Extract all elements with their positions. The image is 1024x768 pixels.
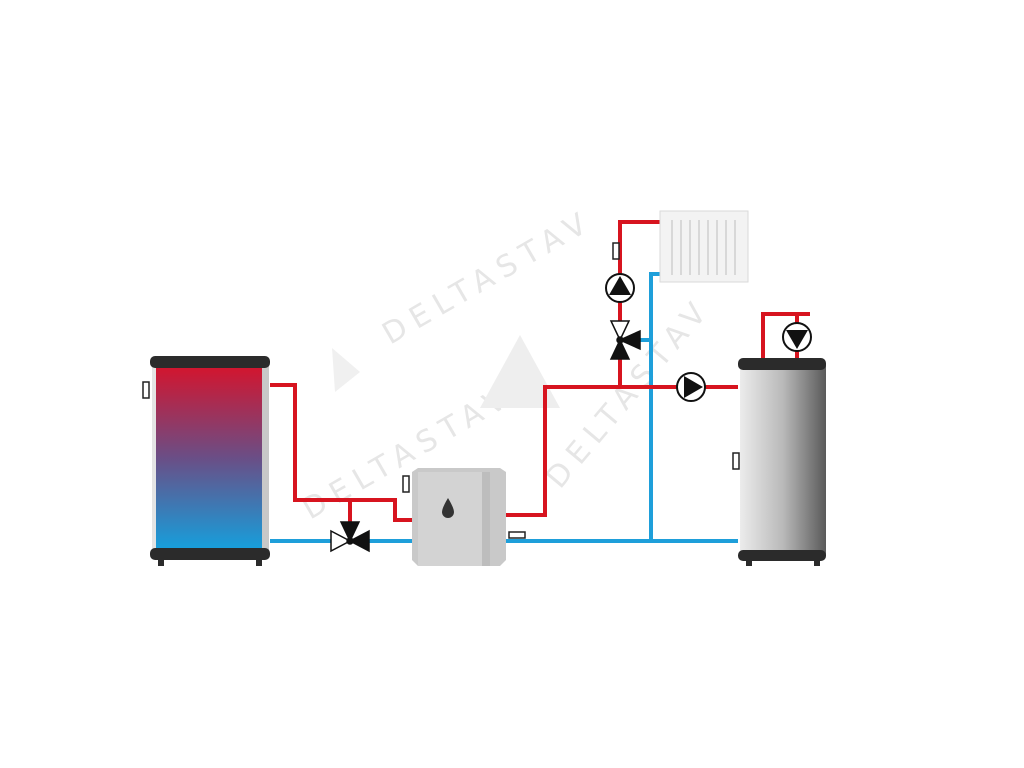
- buffer-tank: [142, 356, 270, 566]
- sensor-icon: [402, 475, 410, 493]
- watermark: DELTASTAV DELTASTAV DELTASTAV: [297, 203, 719, 527]
- three-way-valve-icon: [330, 521, 370, 553]
- pump-icon: [605, 273, 635, 303]
- sensor-icon: [142, 381, 150, 399]
- radiator: [659, 210, 749, 283]
- sensor-icon: [732, 452, 740, 470]
- watermark-logo-icon: [480, 335, 560, 408]
- sensor-icon: [508, 531, 526, 539]
- pump-icon: [782, 322, 812, 352]
- hot-water-tank: [732, 358, 826, 566]
- water-drop-icon: [442, 498, 454, 518]
- svg-text:DELTASTAV: DELTASTAV: [377, 203, 600, 352]
- boiler: [402, 468, 526, 566]
- pump-icon: [676, 372, 706, 402]
- sensor-icon: [612, 242, 620, 260]
- three-way-valve-icon: [609, 320, 641, 360]
